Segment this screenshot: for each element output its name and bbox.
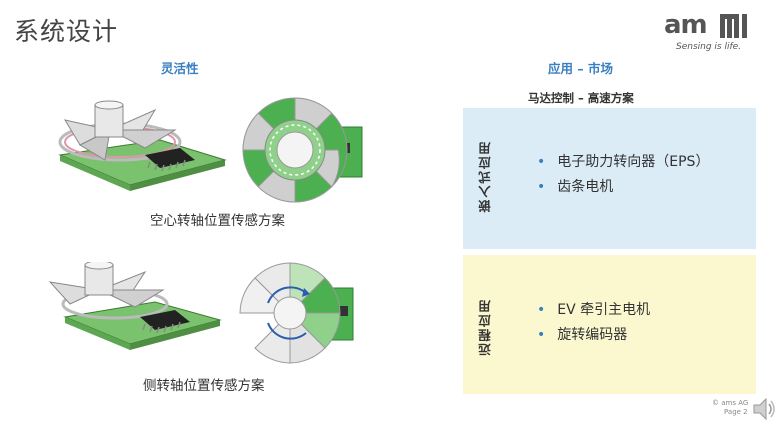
hollow-shaft-caption: 空心转轴位置传感方案: [150, 213, 285, 229]
ring-magnet-top-view: [242, 97, 363, 203]
embedded-application-label: 嵌入式应用: [478, 140, 493, 213]
embedded-application-box: [463, 108, 756, 249]
remote-application-label: 远程应用: [478, 298, 493, 356]
list-item: •旋转编码器: [537, 327, 628, 343]
list-item: •电子助力转向器（EPS）: [537, 154, 710, 170]
flexibility-heading: 灵活性: [161, 61, 199, 76]
embedded-application-list: •电子助力转向器（EPS） •齿条电机: [537, 151, 709, 201]
ams-logo-mark: [720, 14, 747, 38]
remote-application-list: •EV 牵引主电机 •旋转编码器: [537, 299, 650, 349]
bullet-icon: •: [537, 154, 546, 170]
market-heading: 应用 – 市场: [548, 61, 613, 76]
footer-company: © ams AG: [712, 399, 749, 407]
page-number: Page 2: [724, 408, 748, 416]
logo-text: am: [664, 10, 708, 40]
speaker-icon[interactable]: [752, 396, 776, 422]
list-item: •齿条电机: [537, 179, 614, 195]
motor-control-subheading: 马达控制 – 高速方案: [528, 91, 634, 105]
logo-slogan: Sensing is life.: [676, 42, 742, 52]
bullet-icon: •: [537, 302, 546, 318]
side-magnet-top-view: [239, 262, 354, 364]
bullet-icon: •: [537, 327, 546, 343]
page-title: 系统设计: [14, 17, 119, 46]
side-shaft-motor-illustration: [48, 262, 222, 350]
remote-application-box: [463, 255, 756, 394]
hollow-shaft-motor-illustration: [58, 100, 227, 191]
list-item: •EV 牵引主电机: [537, 302, 651, 318]
side-shaft-caption: 侧转轴位置传感方案: [143, 378, 265, 394]
bullet-icon: •: [537, 179, 546, 195]
